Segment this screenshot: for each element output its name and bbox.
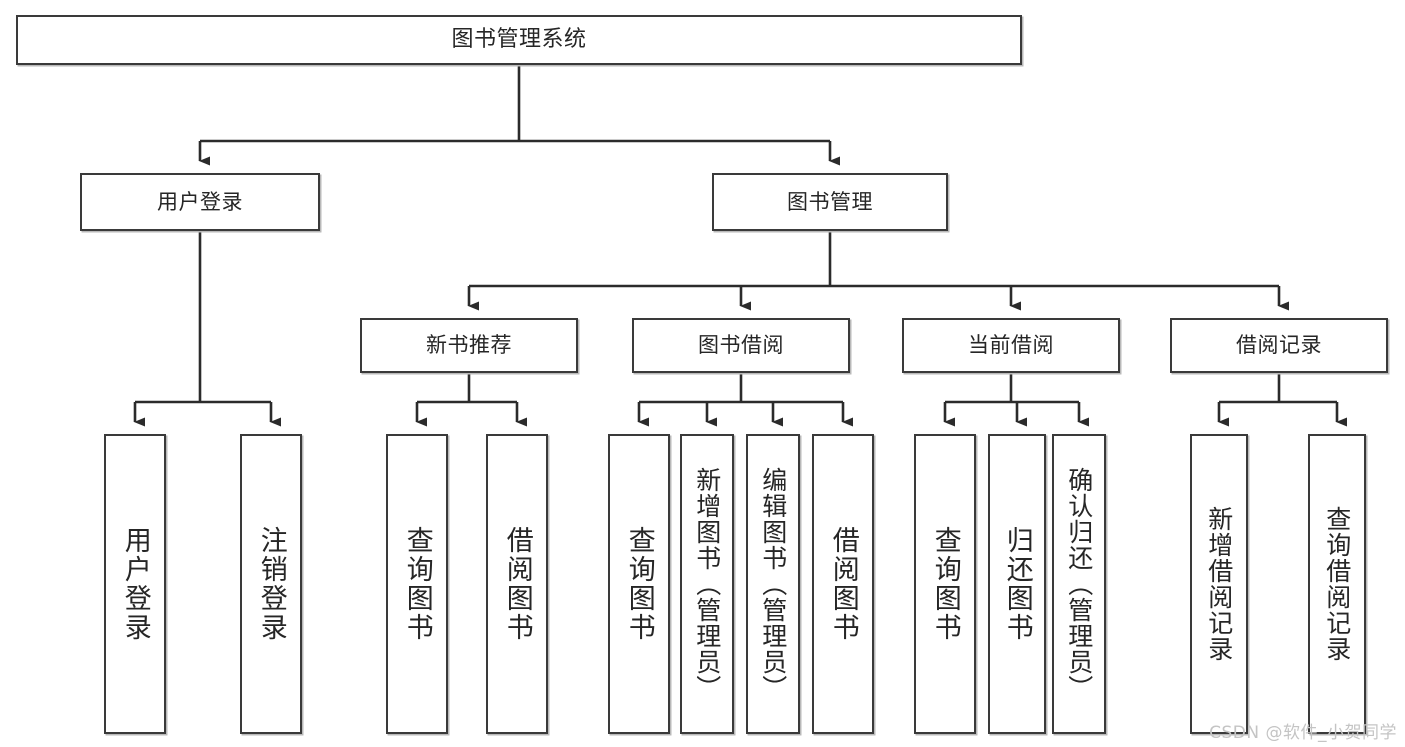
node-leaf-borrow-book[interactable]: 借阅图书 <box>812 434 874 734</box>
node-label-leaf-confirm-return: 确认归还（管理员） <box>1064 467 1094 701</box>
node-label-leaf-add-borrow-record: 新增借阅记录 <box>1204 506 1234 662</box>
node-label-leaf-query-book-new: 查询图书 <box>401 526 433 642</box>
node-leaf-query-book-borrow[interactable]: 查询图书 <box>608 434 670 734</box>
node-label-leaf-query-book-current: 查询图书 <box>929 526 961 642</box>
node-current-borrow[interactable]: 当前借阅 <box>902 318 1120 373</box>
node-leaf-confirm-return[interactable]: 确认归还（管理员） <box>1052 434 1106 734</box>
node-label-new-book-recommend: 新书推荐 <box>426 333 512 358</box>
node-label-current-borrow: 当前借阅 <box>968 333 1054 358</box>
node-label-leaf-query-borrow-record: 查询借阅记录 <box>1322 506 1352 662</box>
node-leaf-add-book[interactable]: 新增图书（管理员） <box>680 434 734 734</box>
node-label-leaf-borrow-book: 借阅图书 <box>827 526 859 642</box>
node-book-manage[interactable]: 图书管理 <box>712 173 948 231</box>
node-leaf-query-borrow-record[interactable]: 查询借阅记录 <box>1308 434 1366 734</box>
node-label-book-manage: 图书管理 <box>787 189 873 214</box>
node-book-borrow[interactable]: 图书借阅 <box>632 318 850 373</box>
node-label-leaf-borrow-book-new: 借阅图书 <box>501 526 533 642</box>
node-label-leaf-query-book-borrow: 查询图书 <box>623 526 655 642</box>
node-label-root: 图书管理系统 <box>451 27 587 53</box>
node-leaf-add-borrow-record[interactable]: 新增借阅记录 <box>1190 434 1248 734</box>
node-borrow-record[interactable]: 借阅记录 <box>1170 318 1388 373</box>
node-label-leaf-user-login: 用户登录 <box>119 526 151 642</box>
node-new-book-recommend[interactable]: 新书推荐 <box>360 318 578 373</box>
node-root[interactable]: 图书管理系统 <box>16 15 1022 65</box>
node-label-leaf-edit-book: 编辑图书（管理员） <box>758 467 788 701</box>
node-label-book-borrow: 图书借阅 <box>698 333 784 358</box>
node-user-login[interactable]: 用户登录 <box>80 173 320 231</box>
node-leaf-query-book-new[interactable]: 查询图书 <box>386 434 448 734</box>
node-leaf-return-book[interactable]: 归还图书 <box>988 434 1046 734</box>
node-label-leaf-add-book: 新增图书（管理员） <box>692 467 722 701</box>
node-leaf-user-logout[interactable]: 注销登录 <box>240 434 302 734</box>
node-label-leaf-user-logout: 注销登录 <box>255 526 287 642</box>
node-label-user-login: 用户登录 <box>157 189 243 214</box>
node-leaf-user-login[interactable]: 用户登录 <box>104 434 166 734</box>
node-label-leaf-return-book: 归还图书 <box>1001 526 1033 642</box>
watermark-label: CSDN @软件_小贺同学 <box>1209 723 1397 743</box>
node-label-borrow-record: 借阅记录 <box>1236 333 1322 358</box>
node-leaf-edit-book[interactable]: 编辑图书（管理员） <box>746 434 800 734</box>
node-leaf-query-book-current[interactable]: 查询图书 <box>914 434 976 734</box>
node-leaf-borrow-book-new[interactable]: 借阅图书 <box>486 434 548 734</box>
